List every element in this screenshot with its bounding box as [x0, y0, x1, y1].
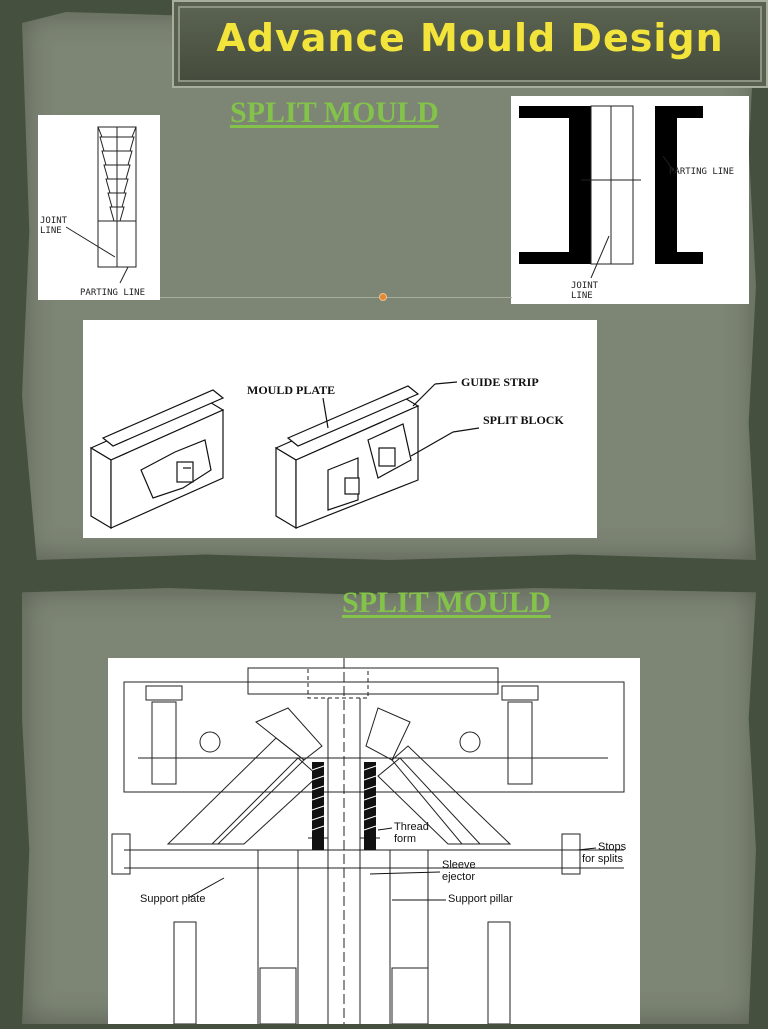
section-heading-bottom: SPLIT MOULD — [342, 586, 551, 619]
split-block-label: SPLIT BLOCK — [483, 413, 564, 427]
h-cavity-drawing: PARTING LINE JOINT LINE — [519, 105, 734, 301]
figure-split-blocks: MOULD PLATE GUIDE STRIP SPLIT BLOCK — [83, 320, 597, 538]
guide-strip-label: GUIDE STRIP — [461, 375, 539, 389]
stops-label-1: Stops — [598, 841, 627, 853]
parting-line-label: PARTING LINE — [669, 167, 734, 177]
mould-plate-label: MOULD PLATE — [247, 383, 335, 397]
sleeve-ejector-label-1: Sleeve — [442, 859, 476, 871]
split-blocks-drawing: MOULD PLATE GUIDE STRIP SPLIT BLOCK — [89, 375, 564, 530]
support-pillar-label: Support pillar — [448, 893, 513, 905]
joint-line-label-1: JOINT — [40, 216, 68, 226]
joint-line-label-2: LINE — [40, 226, 62, 236]
stops-label-2: for splits — [582, 853, 623, 865]
slide-divider-line — [160, 297, 512, 298]
divider-dot — [379, 293, 387, 301]
thread-form-label-2: form — [394, 833, 416, 845]
figure-split-mould-assembly: Thread form Stops for splits Sleeve ejec… — [108, 658, 640, 1025]
assembly-drawing: Thread form Stops for splits Sleeve ejec… — [111, 658, 627, 1025]
support-plate-label: Support plate — [140, 893, 205, 905]
joint-line-label-1: JOINT — [571, 281, 599, 291]
joint-line-label-2: LINE — [571, 291, 593, 301]
sleeve-ejector-label-2: ejector — [442, 871, 475, 883]
section-heading-top: SPLIT MOULD — [230, 96, 439, 129]
split-cavity-drawing: JOINT LINE PARTING LINE — [40, 126, 145, 298]
figure-split-cavity-right: PARTING LINE JOINT LINE — [511, 96, 749, 304]
title-banner: Advance Mould Design — [172, 0, 768, 88]
slide-title: Advance Mould Design — [216, 16, 724, 60]
figure-split-cavity-left: JOINT LINE PARTING LINE — [38, 115, 160, 300]
parting-line-label: PARTING LINE — [80, 288, 145, 298]
thread-form-label-1: Thread — [394, 821, 429, 833]
